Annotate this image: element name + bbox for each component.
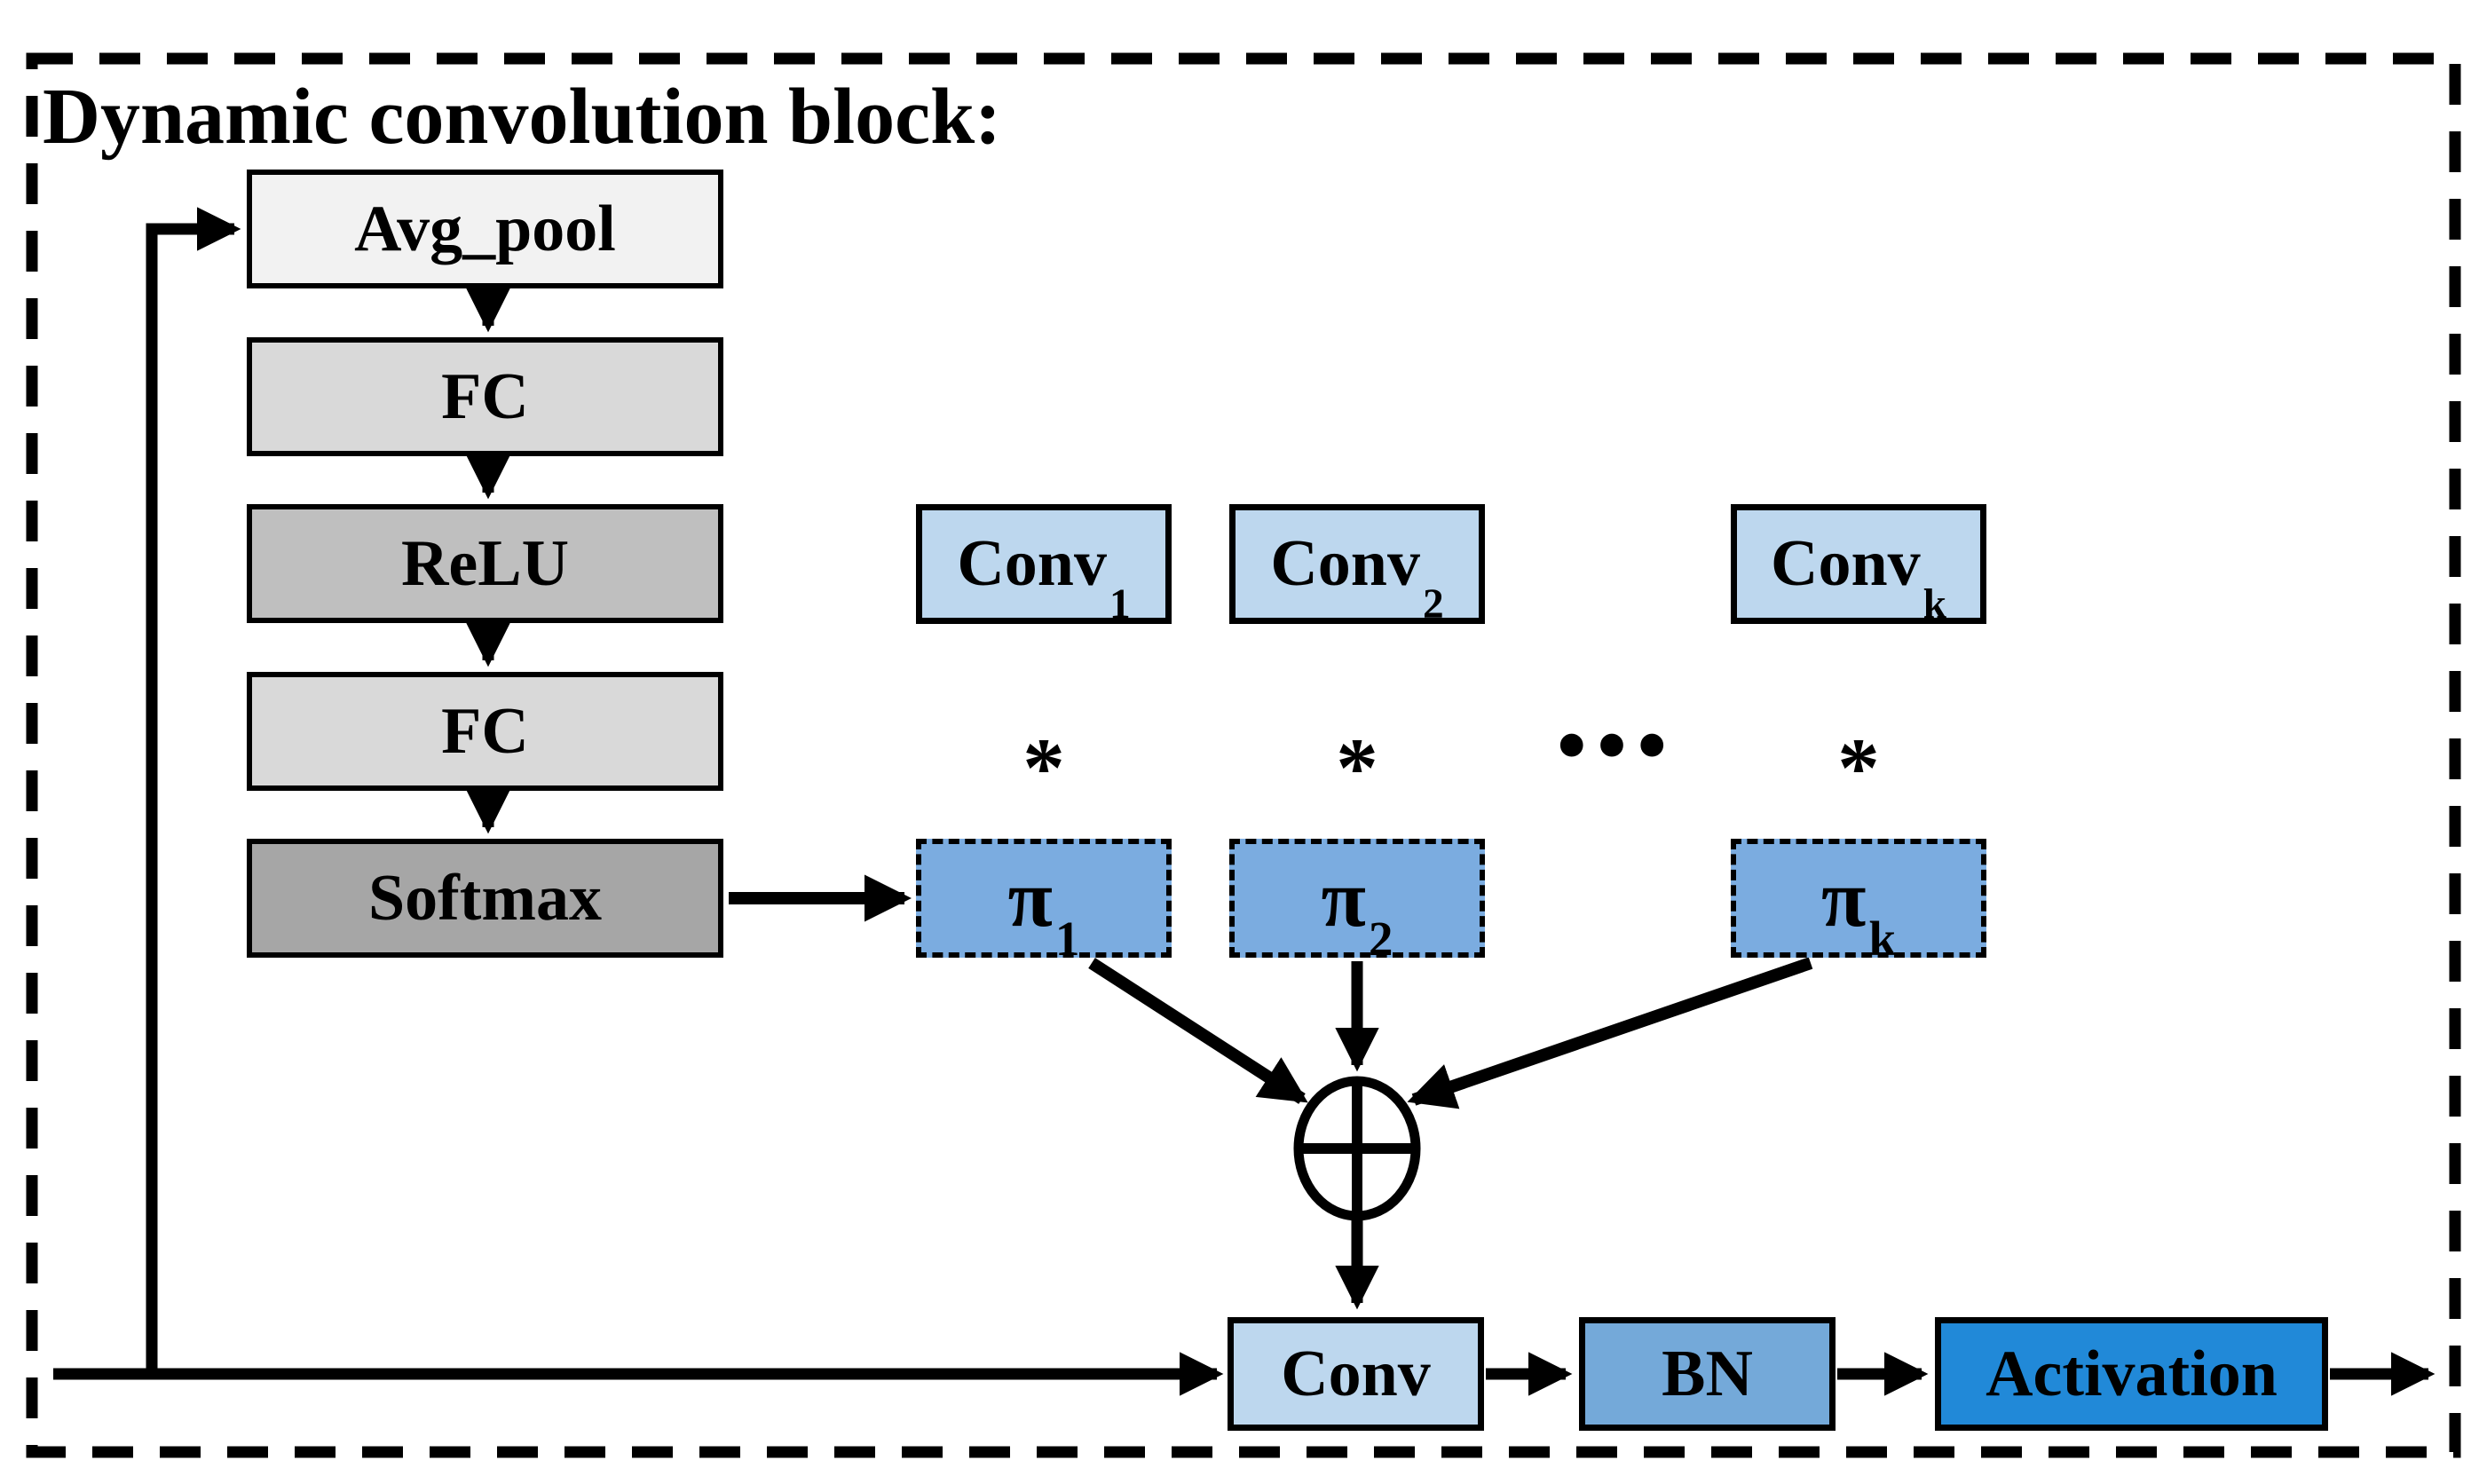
bn-label: BN	[1662, 1337, 1753, 1410]
pi1-sum-arrow	[1088, 958, 1308, 1104]
conv-output-label: Conv	[1281, 1337, 1431, 1410]
softmax-box: Softmax	[247, 839, 723, 958]
convk-subscript: k	[1922, 581, 1946, 628]
convk-label: Conv	[1771, 527, 1921, 600]
avg-pool-label: Avg_pool	[354, 192, 616, 265]
pik-sum-arrow	[1407, 957, 1813, 1109]
pi2-subscript: 2	[1368, 912, 1393, 966]
activation-label: Activation	[1986, 1337, 2278, 1410]
fc2-box: FC	[247, 672, 723, 791]
sum-operator	[1293, 1076, 1421, 1221]
fc2-label: FC	[441, 694, 529, 768]
pi1-subscript: 1	[1054, 912, 1080, 966]
diagram-title: Dynamic convolution block:	[43, 73, 1002, 161]
bn-box: BN	[1579, 1317, 1836, 1431]
conv2-label: Conv	[1270, 527, 1420, 600]
conv1-label: Conv	[957, 527, 1107, 600]
pi1-label: π	[1007, 853, 1053, 943]
multiply-symbol-2: *	[1336, 721, 1378, 815]
fc1-label: FC	[441, 359, 529, 433]
relu-box: ReLU	[247, 504, 723, 623]
fc1-box: FC	[247, 337, 723, 456]
conv2-subscript: 2	[1422, 581, 1444, 628]
dashed-frame-border	[26, 52, 2461, 1458]
avg-pool-box: Avg_pool	[247, 170, 723, 288]
multiply-symbol-k: *	[1837, 721, 1880, 815]
multiply-symbol-1: *	[1022, 721, 1065, 815]
feedback-branch-arrow	[146, 207, 241, 1374]
conv-output-box: Conv	[1228, 1317, 1484, 1431]
pik-label: π	[1820, 853, 1867, 943]
relu-label: ReLU	[400, 526, 570, 600]
pi2-label: π	[1321, 853, 1366, 943]
softmax-label: Softmax	[367, 861, 603, 935]
pik-subscript: k	[1868, 912, 1897, 966]
conv1-subscript: 1	[1109, 581, 1131, 628]
activation-box: Activation	[1935, 1317, 2328, 1431]
ellipsis-dots: •••	[1557, 698, 1678, 792]
